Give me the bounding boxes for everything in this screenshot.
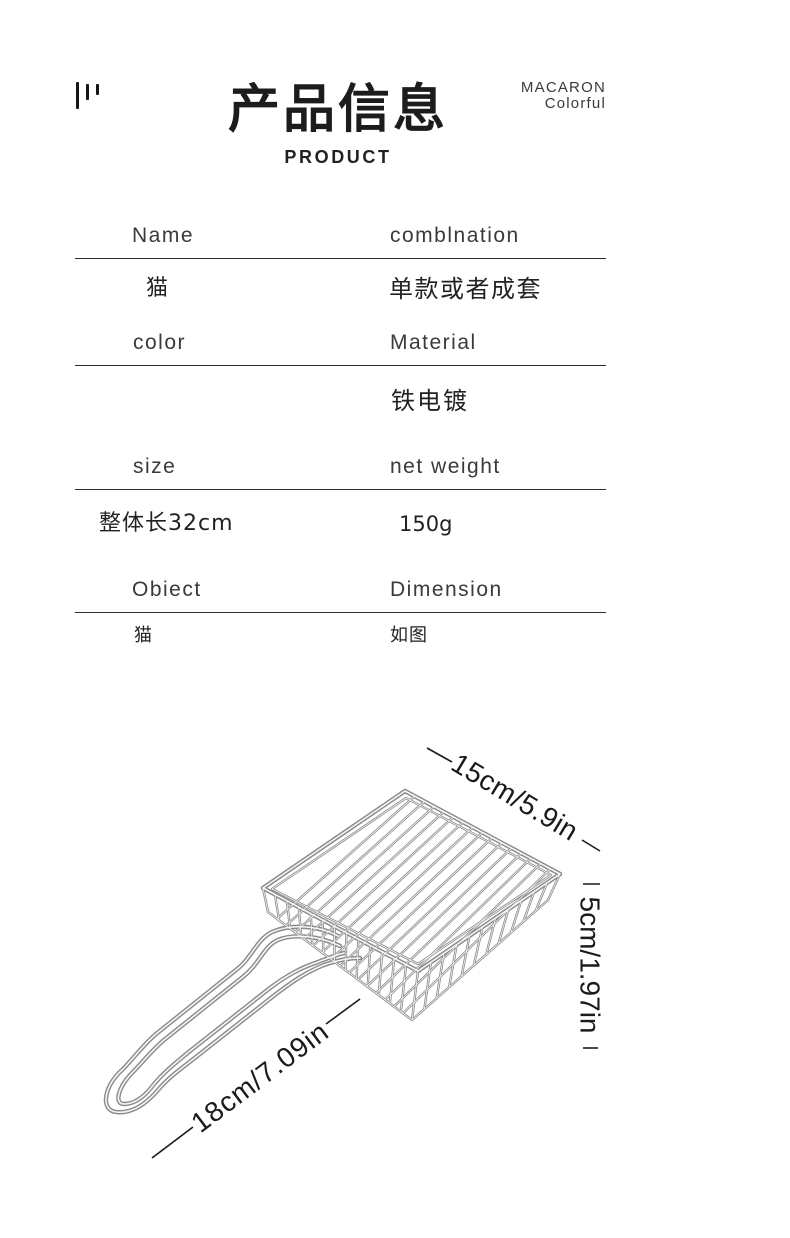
brand-tagline: Colorful [544, 95, 606, 112]
scoop-floor-wire [276, 795, 416, 920]
spec-divider [75, 258, 606, 259]
scoop-front-wire [461, 935, 470, 977]
scoop-side-wire [322, 919, 324, 954]
scoop-floor-wire [366, 847, 512, 987]
scoop-corner-post [547, 873, 561, 901]
spec-value: 单款或者成套 [389, 275, 542, 303]
scoop-side-wire [345, 932, 347, 971]
length-dimension-tick [325, 998, 361, 1025]
scoop-front-wire [535, 882, 548, 912]
handle-inner-wire [117, 935, 345, 1105]
scoop-side-wire [310, 913, 313, 946]
spec-value: 铁电镀 [391, 387, 469, 415]
scoop-corner-post [411, 970, 419, 1021]
spec-divider [75, 489, 606, 490]
scoop-floor-wire [393, 863, 541, 1007]
scoop-front-wire [498, 908, 509, 944]
height-dimension: 5cm/1.97in [575, 883, 606, 1049]
scoop-rim-inner [271, 797, 552, 965]
scoop-side-wire [274, 894, 280, 921]
spec-label: Material [390, 331, 477, 354]
spec-value: 如图 [390, 625, 428, 646]
litter-scoop-drawing [103, 788, 563, 1115]
brand-mark-icon [75, 82, 101, 110]
scoop-front-wire [473, 926, 483, 966]
scoop-floor-wire [312, 816, 454, 947]
scoop-floor-wire [330, 826, 474, 960]
width-dimension: 15cm/5.9in [426, 747, 601, 852]
scoop-floor-wire [339, 832, 483, 967]
length-dimension-label: 18cm/7.09in [185, 1015, 334, 1138]
scoop-front-wire [448, 944, 458, 988]
litter-scoop-illustration: 15cm/5.9in 5cm/1.97in 18cm/7.09in [103, 747, 606, 1159]
page-title: 产品信息 [227, 80, 448, 140]
scoop-corner-post [262, 887, 269, 913]
scoop-front-wire [485, 917, 496, 955]
scoop-floor-wire [375, 852, 522, 994]
scoop-side-wire [298, 906, 302, 938]
page-subtitle: PRODUCT [284, 147, 392, 167]
spec-label: comblnation [390, 224, 520, 247]
scoop-side-wire [367, 945, 371, 988]
spec-label: Name [132, 224, 195, 247]
scoop-front-wire [522, 891, 535, 923]
width-dimension-tick [581, 839, 601, 852]
brand-mark-bar [76, 82, 79, 109]
scoop-side-wire [400, 964, 407, 1013]
scoop-rim [262, 790, 561, 972]
spec-divider [75, 612, 606, 613]
brand-mark-bar [86, 84, 89, 100]
scoop-side-wire [389, 957, 395, 1004]
spec-value: 150g [399, 512, 453, 536]
scoop-floor-wire [384, 858, 532, 1001]
scoop-front-wire [510, 900, 522, 934]
scoop-floor-wire [294, 806, 435, 933]
width-dimension-tick [426, 747, 453, 763]
handle-outer-wire [105, 925, 361, 1114]
length-dimension-tick [151, 1126, 194, 1159]
scoop-floor-wire [285, 801, 425, 926]
spec-label: Dimension [390, 578, 503, 601]
height-dimension-label: 5cm/1.97in [575, 897, 606, 1034]
scoop-front-wire [436, 953, 445, 999]
spec-label: color [133, 331, 187, 354]
scoop-front-wire [424, 961, 432, 1010]
scoop-floor-wire [348, 837, 493, 974]
scoop-floor-wire [321, 821, 464, 953]
spec-label: size [133, 455, 177, 478]
spec-value: 猫 [134, 625, 152, 646]
spec-divider [75, 365, 606, 366]
spec-value: 整体长32cm [99, 511, 234, 536]
spec-value: 猫 [146, 276, 169, 301]
scoop-side-wire [286, 900, 291, 929]
spec-label: Obiect [132, 578, 202, 601]
scoop-side-wire [378, 951, 383, 996]
spec-label: net weight [390, 455, 501, 478]
brand-name: MACARON [520, 79, 606, 96]
brand-mark-bar [96, 84, 99, 95]
